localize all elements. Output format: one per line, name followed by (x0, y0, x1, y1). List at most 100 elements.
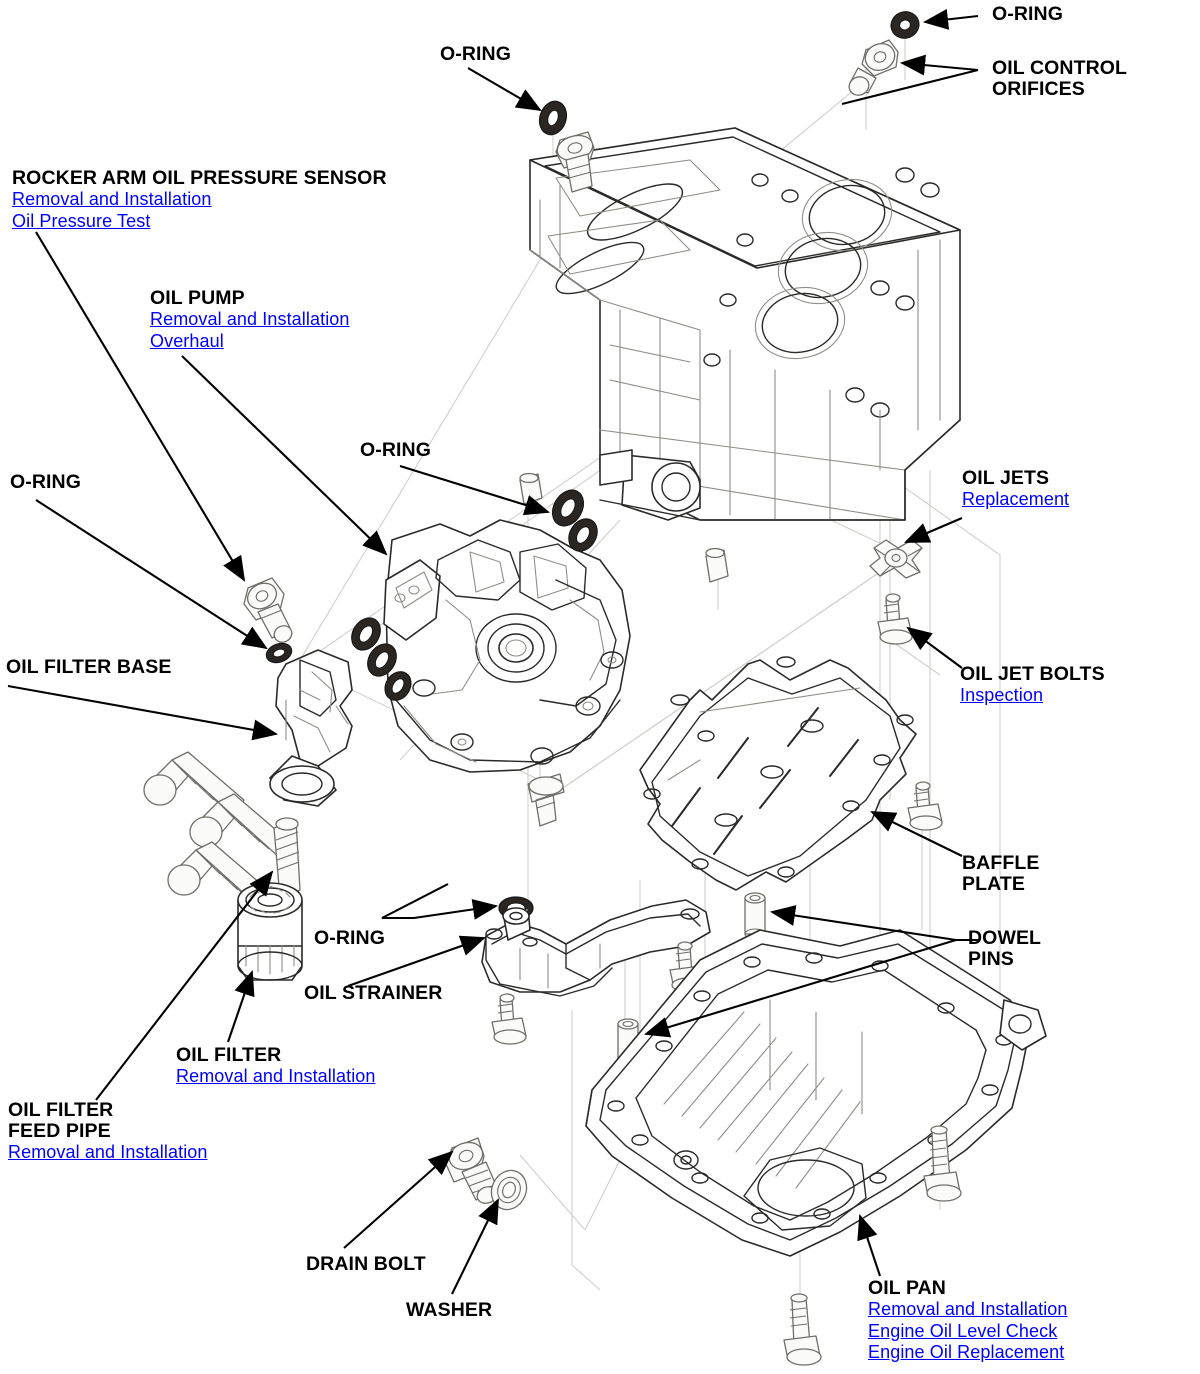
callout-title: OIL FILTER FEED PIPE (8, 1100, 208, 1142)
leader-oil-jets (904, 517, 963, 543)
leader-oil-pump (181, 355, 388, 556)
callout-title: O-RING (10, 471, 82, 493)
leader-oil-jet-bolts (906, 626, 963, 669)
callout-title-line2: ORIFICES (992, 78, 1085, 100)
oil-jets-part (869, 539, 923, 579)
leader-oil-control-orifices-a (899, 54, 979, 76)
leader-drain-bolt (343, 1150, 454, 1249)
callout-links: Inspection (960, 685, 1105, 707)
callout-title: O-RING (360, 439, 432, 461)
oil-control-orifice-part-b (555, 131, 595, 193)
dowel-pin-part-b (617, 1018, 639, 1066)
leader-o-ring-strainer-a (413, 898, 499, 920)
o-ring-top-right-part (890, 11, 920, 39)
oil-filter-base-bolts (143, 751, 291, 907)
callout-o-ring-top-right: O-RING (992, 4, 1063, 25)
callout-oil-control-orifices: OIL CONTROL ORIFICES (992, 58, 1127, 100)
callout-links: Removal and Installation (8, 1142, 208, 1164)
leader-oil-strainer (347, 935, 486, 987)
engine-block-part (529, 127, 961, 521)
callout-washer: WASHER (406, 1300, 492, 1321)
callout-title-line2: PINS (968, 948, 1014, 970)
link-removal-and-installation[interactable]: Removal and Installation (12, 189, 212, 209)
link-removal-and-installation[interactable]: Removal and Installation (176, 1066, 376, 1086)
baffle-plate-part (639, 656, 917, 891)
oil-filter-part (237, 882, 303, 981)
link-replacement[interactable]: Replacement (962, 489, 1070, 509)
callout-title: OIL FILTER BASE (6, 656, 172, 678)
oil-pump-part (383, 519, 631, 773)
link-removal-and-installation[interactable]: Removal and Installation (150, 309, 350, 329)
o-ring-left-part (265, 642, 293, 664)
callout-drain-bolt: DRAIN BOLT (306, 1254, 426, 1275)
link-oil-pressure-test[interactable]: Oil Pressure Test (12, 210, 151, 231)
callout-title: O-RING (992, 3, 1064, 25)
link-engine-oil-level-check[interactable]: Engine Oil Level Check (868, 1320, 1058, 1341)
link-overhaul[interactable]: Overhaul (150, 330, 224, 351)
leader-o-ring-strainer-fork (381, 883, 449, 920)
callout-links: Removal and Installation Engine Oil Leve… (868, 1299, 1068, 1364)
callout-title: DOWEL PINS (968, 927, 1042, 970)
leader-rocker-arm-sensor (35, 231, 246, 582)
leader-oil-pan (857, 1214, 881, 1277)
link-removal-and-installation[interactable]: Removal and Installation (8, 1142, 208, 1162)
callout-title: OIL STRAINER (304, 982, 443, 1004)
link-removal-and-installation[interactable]: Removal and Installation (868, 1299, 1068, 1319)
callout-oil-jets: OIL JETS Replacement (962, 468, 1069, 511)
o-ring-top-center-part (538, 100, 568, 136)
oil-filter-base-part (269, 649, 353, 807)
callout-title: DRAIN BOLT (306, 1253, 426, 1275)
o-ring-pump-part (551, 489, 598, 552)
callout-o-ring-top-center: O-RING (440, 44, 511, 65)
leader-oil-filter (227, 970, 255, 1043)
oil-strainer-part (481, 899, 711, 997)
leader-o-ring-pump (399, 464, 551, 516)
washer-part (490, 1169, 528, 1211)
leader-o-ring-top-center (467, 67, 542, 112)
rocker-arm-oil-pressure-sensor-part (243, 577, 293, 643)
leader-o-ring-left (35, 499, 268, 650)
oil-control-orifice-part-a (848, 39, 899, 96)
leader-baffle-plate (870, 811, 963, 857)
callout-o-ring-left: O-RING (10, 472, 81, 493)
link-engine-oil-replacement[interactable]: Engine Oil Replacement (868, 1342, 1065, 1362)
callout-title: O-RING (314, 927, 386, 949)
callout-title: BAFFLE PLATE (962, 852, 1040, 895)
callout-dowel-pins: DOWEL PINS (968, 928, 1041, 970)
callout-links: Removal and Installation Overhaul (150, 309, 350, 352)
callout-links: Removal and Installation Oil Pressure Te… (12, 189, 387, 232)
baffle-plate-bolt (907, 781, 943, 831)
leader-oil-control-orifices-fork (841, 68, 979, 106)
oil-pan-bolt-a (923, 1125, 962, 1202)
callout-title: OIL PAN (868, 1277, 946, 1299)
callout-oil-pump: OIL PUMP Removal and Installation Overha… (150, 288, 350, 352)
oil-pump-bolt (527, 773, 565, 827)
callout-title: OIL JET BOLTS (960, 663, 1105, 685)
oil-pan-part (585, 929, 1047, 1257)
callout-rocker-arm-oil-pressure-sensor: ROCKER ARM OIL PRESSURE SENSOR Removal a… (12, 168, 387, 232)
callout-title: ROCKER ARM OIL PRESSURE SENSOR (12, 167, 387, 189)
callout-oil-filter: OIL FILTER Removal and Installation (176, 1045, 376, 1088)
callout-title: O-RING (440, 43, 512, 65)
leader-oil-filter-base (7, 684, 279, 741)
callout-oil-filter-base: OIL FILTER BASE (6, 657, 171, 678)
o-ring-pump-left-part (351, 617, 412, 701)
callout-o-ring-strainer: O-RING (314, 928, 385, 949)
link-inspection[interactable]: Inspection (960, 685, 1044, 705)
callout-oil-strainer: OIL STRAINER (304, 983, 442, 1004)
callout-oil-jet-bolts: OIL JET BOLTS Inspection (960, 664, 1105, 707)
leader-oil-filter-feed-pipe (95, 870, 274, 1101)
leader-dowel-pins-a (769, 905, 957, 942)
callout-o-ring-pump: O-RING (360, 440, 431, 461)
callout-title: OIL CONTROL ORIFICES (992, 57, 1128, 100)
leader-dowel-pins-b (643, 938, 957, 1038)
callout-title-line2: FEED PIPE (8, 1120, 111, 1142)
callout-links: Removal and Installation (176, 1066, 376, 1088)
callout-title: OIL PUMP (150, 287, 245, 309)
callout-links: Replacement (962, 489, 1069, 511)
callout-title: OIL JETS (962, 467, 1050, 489)
callout-title: WASHER (406, 1299, 493, 1321)
